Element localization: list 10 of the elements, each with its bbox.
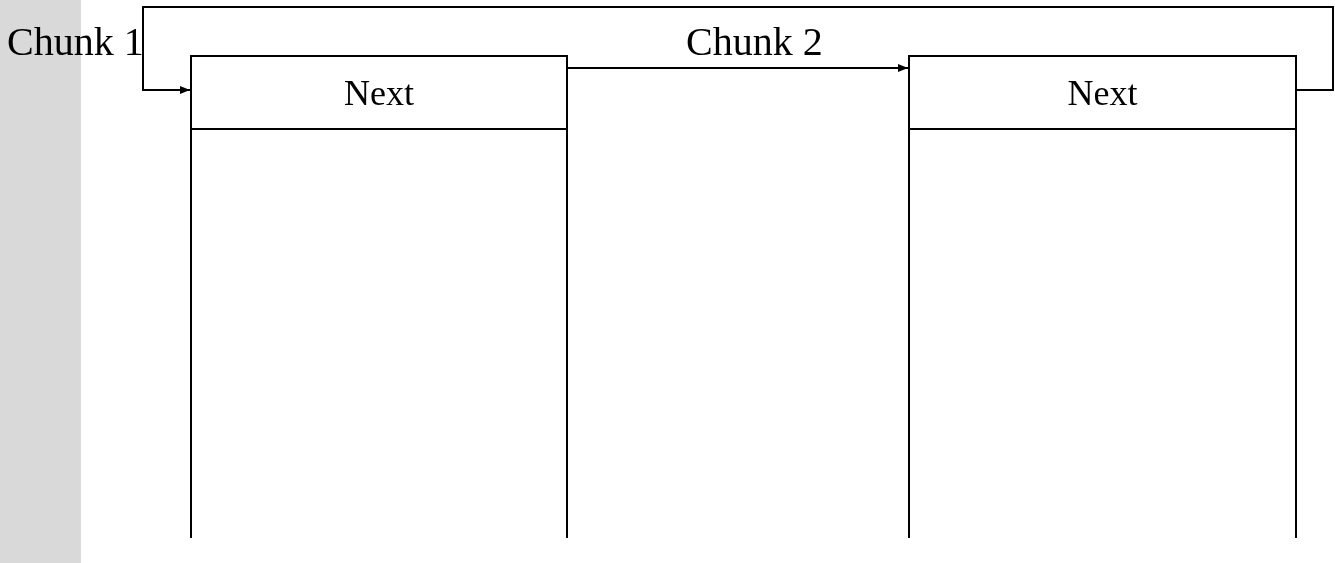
field-label: Next: [1067, 71, 1138, 114]
chunk-body-box: [908, 128, 1297, 538]
chunk-body-box: [190, 128, 568, 538]
next-pointer-box: [190, 55, 568, 130]
arrow: [567, 64, 909, 72]
arrow: [142, 6, 1334, 94]
next-pointer-box: [908, 55, 1297, 130]
field-label: Next: [344, 71, 414, 114]
chunk-label: Chunk 2: [686, 22, 823, 62]
chunk-label: Chunk 1: [7, 22, 144, 62]
